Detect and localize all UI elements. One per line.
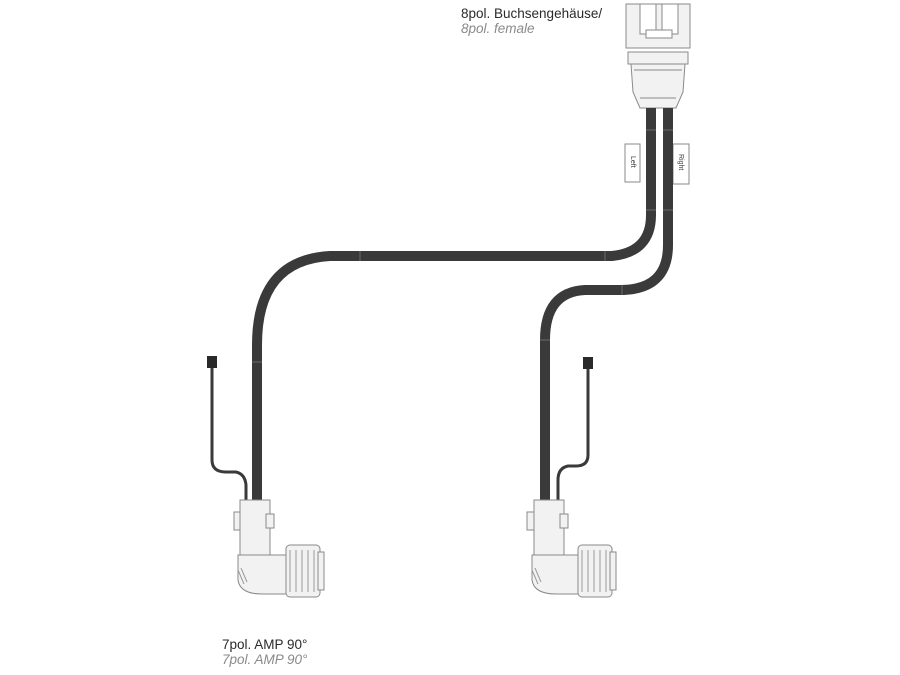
right-7pin-amp-connector bbox=[526, 499, 617, 598]
bottom-connector-label-en: 7pol. AMP 90° bbox=[222, 652, 308, 667]
left-cable bbox=[252, 108, 656, 505]
left-pigtail bbox=[207, 356, 248, 505]
tag-left: Left bbox=[624, 143, 641, 183]
bottom-connector-caption: 7pol. AMP 90° 7pol. AMP 90° bbox=[222, 637, 307, 667]
top-connector-caption: 8pol. Buchsengehäuse/ 8pol. female bbox=[461, 6, 602, 36]
cables bbox=[252, 108, 673, 505]
cable-segment-marks bbox=[252, 129, 673, 363]
bottom-connector-label-de: 7pol. AMP 90° bbox=[222, 637, 308, 652]
right-pigtail bbox=[556, 357, 593, 505]
svg-text:Left: Left bbox=[629, 156, 636, 168]
top-connector-label-en: 8pol. female bbox=[461, 21, 535, 36]
right-cable bbox=[540, 108, 673, 505]
svg-text:Right: Right bbox=[677, 154, 684, 170]
left-7pin-amp-connector bbox=[233, 499, 325, 598]
top-connector-label-de: 8pol. Buchsengehäuse/ bbox=[461, 6, 603, 21]
tag-right: Right bbox=[672, 143, 690, 185]
top-8pin-female-housing bbox=[625, 3, 691, 109]
